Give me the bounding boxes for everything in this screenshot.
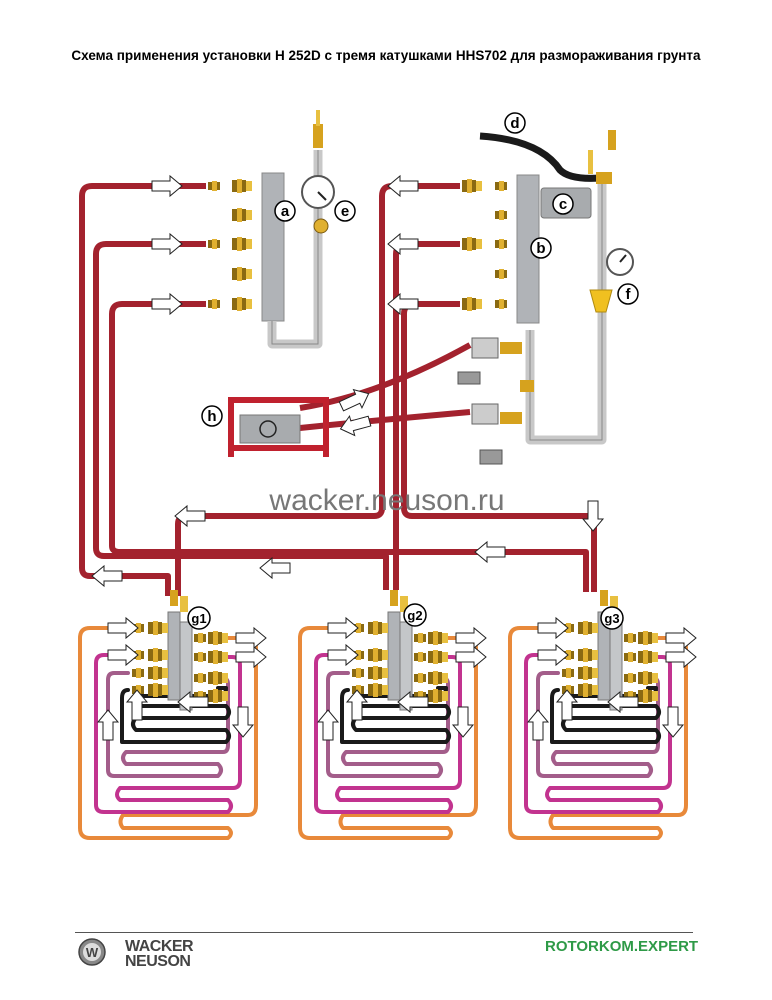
flow-arrow-icon: [327, 617, 359, 639]
label-a: a: [274, 200, 296, 222]
svg-text:g1: g1: [191, 611, 206, 626]
hose-a3: [109, 301, 589, 592]
coil-manifold-left: [167, 611, 181, 701]
diagram-title: Схема применения установки H 252D с трем…: [71, 48, 701, 63]
svg-text:f: f: [626, 286, 632, 303]
svg-text:e: e: [341, 203, 349, 220]
flow-arrow-icon: [662, 706, 684, 738]
flow-arrow-icon: [537, 644, 569, 666]
flow-arrow-icon: [455, 627, 487, 649]
manifold-b: [457, 130, 634, 465]
label-f: f: [617, 283, 639, 305]
hose-g1-return: [175, 480, 385, 596]
svg-text:c: c: [559, 196, 567, 213]
manifold-a: [208, 110, 335, 349]
label-b: b: [530, 237, 552, 259]
hose-pump-out: [299, 342, 472, 411]
flow-arrow-icon: [665, 627, 697, 649]
svg-text:g3: g3: [604, 611, 619, 626]
coil-groups: [78, 590, 697, 840]
ball-valve-icon: [313, 218, 329, 234]
label-g3: g3: [600, 606, 624, 630]
svg-text:h: h: [207, 408, 216, 425]
label-h: h: [201, 405, 223, 427]
heater-unit: [228, 397, 329, 457]
coil-manifold-left: [387, 611, 401, 701]
flow-arrow-icon: [107, 644, 139, 666]
hose-pump-in: [299, 409, 471, 431]
hose-a1: [79, 183, 206, 596]
brand-line-2: NEUSON: [125, 953, 191, 970]
coil-group-1: [78, 590, 267, 840]
label-g2: g2: [403, 603, 427, 627]
brand-line-1: WACKER: [125, 938, 194, 955]
svg-text:b: b: [536, 240, 545, 257]
label-c: c: [552, 193, 574, 215]
flow-arrow-icon: [537, 617, 569, 639]
flow-arrow-icon: [452, 706, 474, 738]
wacker-neuson-logo-icon: W: [78, 938, 106, 966]
label-d: d: [504, 112, 526, 134]
flow-arrow-icon: [327, 644, 359, 666]
coil-group-3: [508, 590, 697, 840]
label-e: e: [334, 200, 356, 222]
piping-diagram: a e d c b f h g1 g2 g3 wacker.neuson.ru: [78, 110, 697, 840]
site-link[interactable]: ROTORKOM.EXPERT: [545, 938, 699, 955]
svg-text:a: a: [281, 203, 290, 220]
flow-arrow-icon: [97, 709, 119, 741]
brand-name: WACKER NEUSON: [125, 938, 194, 970]
watermark-text: wacker.neuson.ru: [268, 484, 504, 517]
svg-text:d: d: [510, 115, 519, 132]
footer-divider: [75, 932, 693, 933]
flow-arrow-icon: [107, 617, 139, 639]
coil-manifold-right: [179, 621, 193, 711]
hose-a2: [93, 241, 389, 590]
svg-text:g2: g2: [407, 608, 422, 623]
flow-arrow-icon: [527, 709, 549, 741]
flow-arrow-icon: [232, 706, 254, 738]
flow-arrow-icon: [317, 709, 339, 741]
filter-icon: [589, 289, 613, 313]
coil-group-2: [298, 590, 487, 840]
flow-arrow-icon: [235, 627, 267, 649]
svg-text:W: W: [86, 945, 99, 960]
label-g1: g1: [187, 606, 211, 630]
component-labels: a e d c b f h g1 g2 g3: [187, 112, 639, 630]
